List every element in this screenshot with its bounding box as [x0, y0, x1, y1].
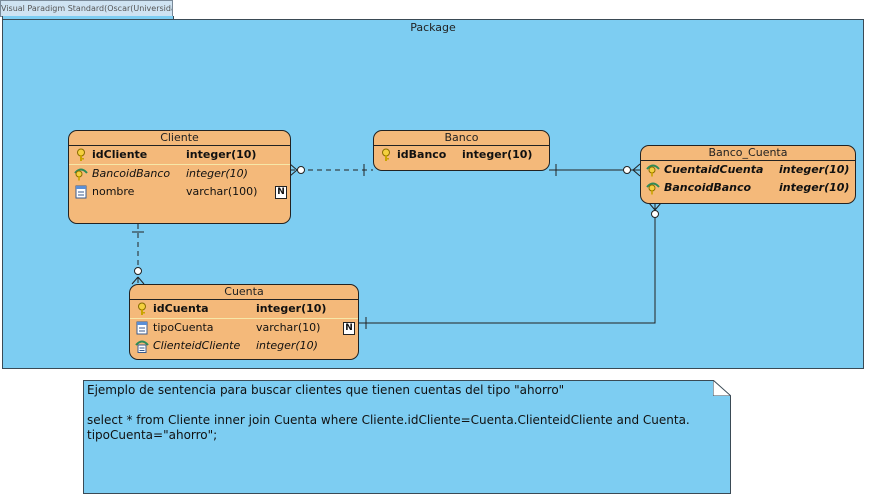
rel-cliente-cuenta[interactable]	[131, 224, 145, 285]
column-name: idBanco	[397, 148, 447, 161]
entity-banco-cuenta[interactable]: Banco_Cuenta CuentaidCuenta integer(10) …	[640, 145, 856, 204]
rel-cuenta-bancocuenta[interactable]	[358, 202, 662, 329]
note-text: Ejemplo de sentencia para buscar cliente…	[87, 383, 717, 443]
entity-title: Cliente	[69, 131, 290, 146]
column-row[interactable]: idBanco integer(10)	[374, 146, 549, 164]
not-null-badge: N	[343, 322, 355, 335]
column-row[interactable]: ClienteidCliente integer(10)	[130, 337, 358, 355]
foreign-key-icon	[135, 340, 149, 353]
column-name: idCuenta	[153, 302, 209, 315]
column-row[interactable]: nombre varchar(100) N	[69, 183, 290, 201]
entity-banco[interactable]: Banco idBanco integer(10)	[373, 130, 550, 171]
column-type: integer(10)	[256, 339, 318, 352]
package-tab	[2, 16, 174, 20]
not-null-badge: N	[275, 186, 287, 199]
column-icon	[75, 185, 87, 199]
column-row[interactable]: BancoidBanco integer(10)	[641, 179, 855, 197]
rel-cliente-banco[interactable]	[289, 163, 373, 177]
column-type: integer(10)	[779, 181, 850, 194]
column-name: BancoidBanco	[92, 167, 171, 180]
foreign-key-icon	[74, 168, 88, 181]
column-name: nombre	[92, 185, 135, 198]
column-type: varchar(10)	[256, 321, 321, 334]
note-fold-icon	[713, 380, 731, 396]
note[interactable]: Ejemplo de sentencia para buscar cliente…	[83, 380, 731, 494]
column-name: idCliente	[92, 148, 148, 161]
column-type: varchar(100)	[186, 185, 258, 198]
note-line: Ejemplo de sentencia para buscar cliente…	[87, 383, 565, 397]
column-type: integer(10)	[256, 302, 327, 315]
column-row[interactable]: BancoidBanco integer(10)	[69, 165, 290, 183]
entity-title: Banco_Cuenta	[641, 146, 855, 161]
entity-cliente[interactable]: Cliente idCliente integer(10) BancoidBan…	[68, 130, 291, 224]
primary-key-icon	[382, 148, 390, 161]
column-type: integer(10)	[186, 148, 257, 161]
column-name: BancoidBanco	[664, 181, 752, 194]
entity-cuenta[interactable]: Cuenta idCuenta integer(10) tipoCuenta v…	[129, 284, 359, 360]
primary-foreign-key-icon	[646, 164, 660, 177]
package-title: Package	[410, 21, 456, 34]
column-name: ClienteidCliente	[153, 339, 241, 352]
column-row[interactable]: idCuenta integer(10)	[130, 300, 358, 319]
primary-key-icon	[77, 148, 85, 161]
column-row[interactable]: idCliente integer(10)	[69, 146, 290, 165]
column-icon	[136, 321, 148, 335]
primary-key-icon	[138, 302, 146, 315]
rel-banco-bancocuenta[interactable]	[549, 163, 641, 177]
column-type: integer(10)	[462, 148, 533, 161]
entity-title: Cuenta	[130, 285, 358, 300]
column-type: integer(10)	[186, 167, 248, 180]
note-line: tipoCuenta="ahorro";	[87, 428, 218, 442]
column-name: CuentaidCuenta	[664, 163, 764, 176]
column-name: tipoCuenta	[153, 321, 214, 334]
entity-title: Banco	[374, 131, 549, 146]
column-type: integer(10)	[779, 163, 850, 176]
column-row[interactable]: tipoCuenta varchar(10) N	[130, 319, 358, 337]
column-row[interactable]: CuentaidCuenta integer(10)	[641, 161, 855, 179]
primary-foreign-key-icon	[646, 182, 660, 195]
note-line: select * from Cliente inner join Cuenta …	[87, 413, 690, 427]
